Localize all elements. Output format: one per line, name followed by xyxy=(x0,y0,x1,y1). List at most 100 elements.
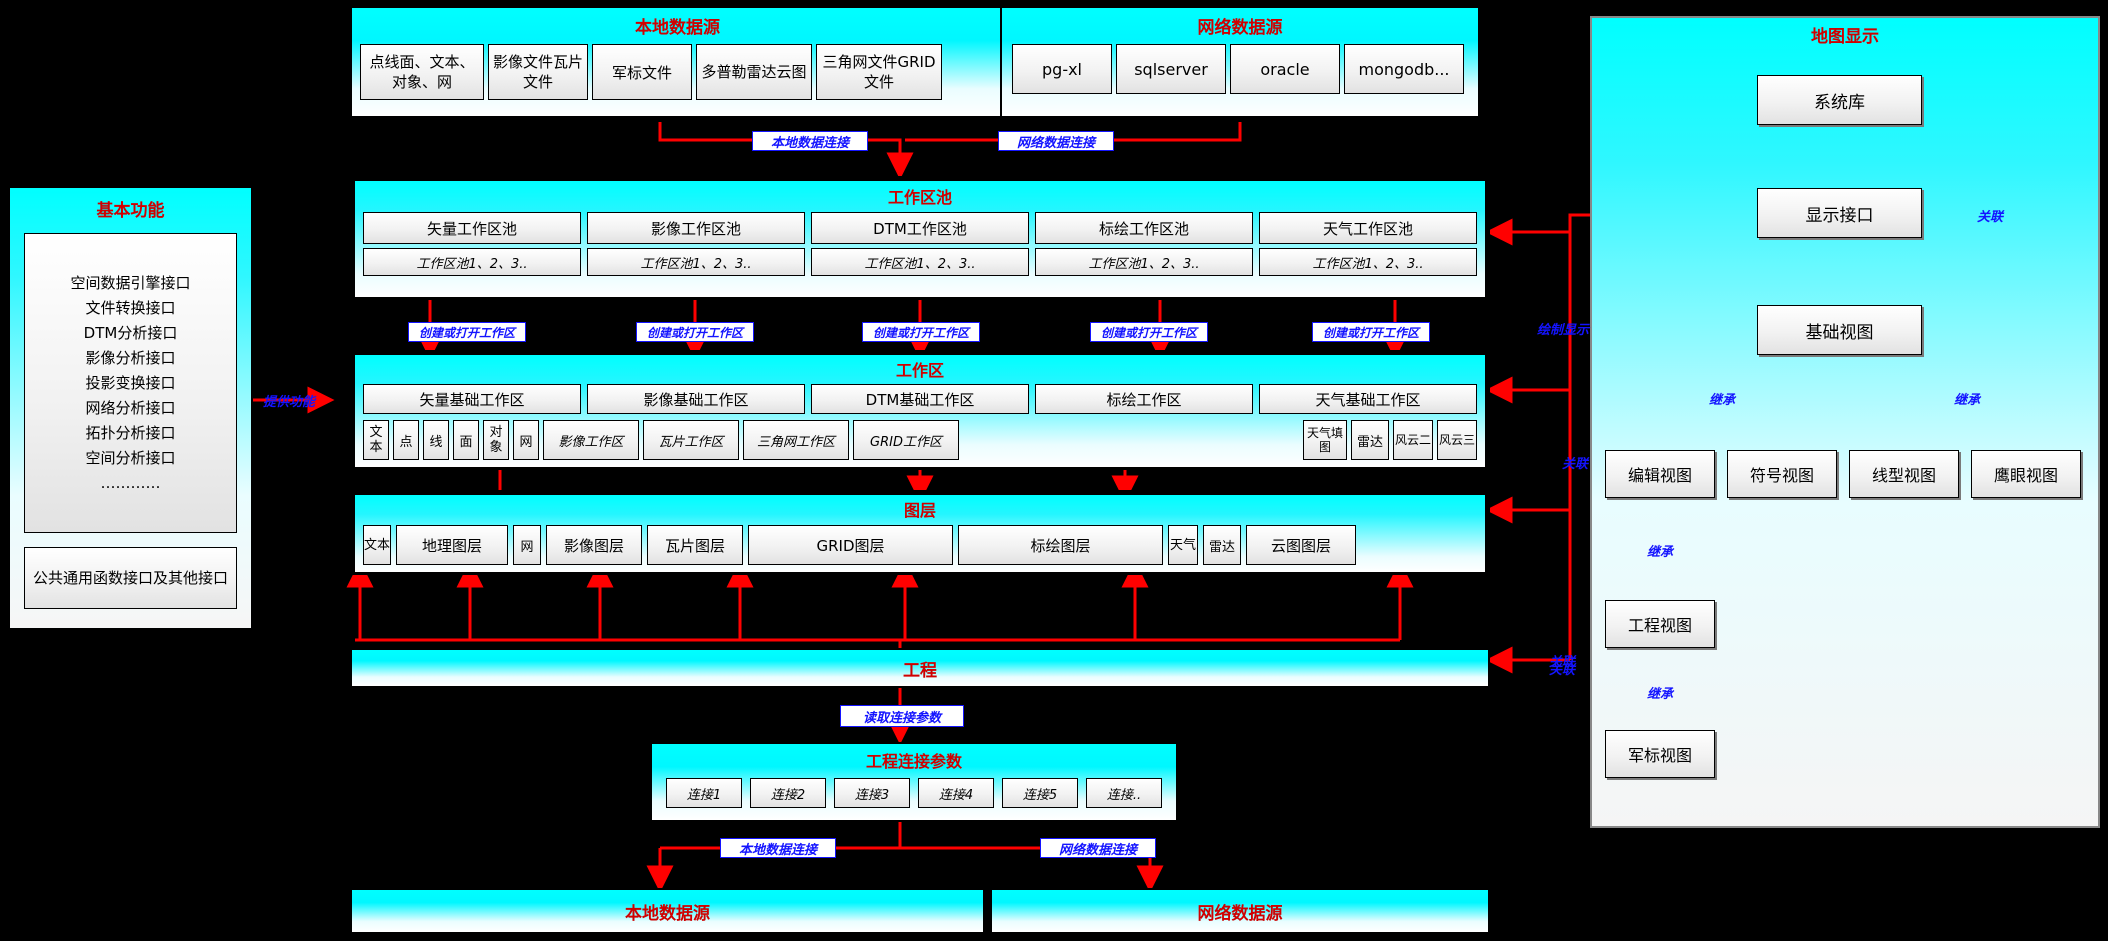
label-assoc-mid: 关联 xyxy=(1561,456,1588,472)
project-view-box[interactable]: 工程视图 xyxy=(1605,600,1715,648)
interface-item: DTM分析接口 xyxy=(83,323,178,342)
workarea-item[interactable]: 影像基础工作区 xyxy=(587,384,805,414)
net-ds-item[interactable]: pg-xl xyxy=(1012,44,1112,94)
basic-functions-interface-list: 空间数据引擎接口 文件转换接口 DTM分析接口 影像分析接口 投影变换接口 网络… xyxy=(24,233,237,533)
net-ds-item[interactable]: mongodb... xyxy=(1344,44,1464,94)
project-bar[interactable]: 工程 xyxy=(350,648,1490,688)
workarea-item[interactable]: 标绘工作区 xyxy=(1035,384,1253,414)
workpool-item[interactable]: 矢量工作区池 xyxy=(363,212,581,244)
layers-panel: 图层 文本 地理图层 网 影像图层 瓦片图层 GRID图层 标绘图层 天气 雷达… xyxy=(350,490,1490,575)
label-create-open-workarea-3: 创建或打开工作区 xyxy=(862,322,980,342)
network-datasource-panel: 网络数据源 pg-xl sqlserver oracle mongodb... xyxy=(1000,6,1480,118)
layer-tile[interactable]: 瓦片图层 xyxy=(647,525,743,565)
label-inherit-3: 继承 xyxy=(1646,544,1673,560)
interface-item: 空间数据引擎接口 xyxy=(70,273,191,292)
workarea-small-tile[interactable]: 瓦片工作区 xyxy=(643,420,739,460)
local-datasource-title: 本地数据源 xyxy=(635,18,720,38)
conn-item[interactable]: 连接4 xyxy=(918,778,994,808)
layers-title: 图层 xyxy=(903,501,936,520)
workarea-small-radar[interactable]: 雷达 xyxy=(1351,420,1389,460)
symbol-view-box[interactable]: 符号视图 xyxy=(1727,450,1837,498)
local-ds-item[interactable]: 影像文件瓦片文件 xyxy=(488,44,588,100)
conn-item[interactable]: 连接5 xyxy=(1002,778,1078,808)
layer-weather[interactable]: 天气 xyxy=(1168,525,1198,565)
label-create-open-workarea-2: 创建或打开工作区 xyxy=(636,322,754,342)
label-project-assoc: 关联 xyxy=(1548,662,1575,678)
bottom-network-datasource[interactable]: 网络数据源 xyxy=(990,888,1490,934)
local-ds-item[interactable]: 三角网文件GRID文件 xyxy=(816,44,942,100)
label-local-data-connection-bottom: 本地数据连接 xyxy=(720,838,836,858)
workarea-small-net[interactable]: 网 xyxy=(513,420,539,460)
network-datasource-title: 网络数据源 xyxy=(1197,18,1283,38)
display-interface-box[interactable]: 显示接口 xyxy=(1757,188,1922,238)
conn-item[interactable]: 连接.. xyxy=(1086,778,1162,808)
workarea-small-fy2[interactable]: 风云二 xyxy=(1393,420,1433,460)
linetype-view-box[interactable]: 线型视图 xyxy=(1849,450,1959,498)
layer-geo[interactable]: 地理图层 xyxy=(396,525,508,565)
workarea-small-image[interactable]: 影像工作区 xyxy=(543,420,639,460)
workarea-title: 工作区 xyxy=(895,361,944,380)
workpool-item[interactable]: 影像工作区池 xyxy=(587,212,805,244)
workarea-small-grid[interactable]: GRID工作区 xyxy=(853,420,959,460)
workpool-subitem[interactable]: 工作区池1、2、3.. xyxy=(1259,248,1477,276)
workarea-small-weather[interactable]: 天气填图 xyxy=(1303,420,1347,460)
workpool-subitem[interactable]: 工作区池1、2、3.. xyxy=(587,248,805,276)
net-ds-item[interactable]: sqlserver xyxy=(1116,44,1226,94)
workpool-item[interactable]: 天气工作区池 xyxy=(1259,212,1477,244)
workarea-small-object[interactable]: 对象 xyxy=(483,420,509,460)
interface-item: 空间分析接口 xyxy=(85,448,176,467)
common-interface-box[interactable]: 公共通用函数接口及其他接口 xyxy=(24,547,237,609)
base-view-box[interactable]: 基础视图 xyxy=(1757,305,1922,355)
workarea-panel: 工作区 矢量基础工作区 影像基础工作区 DTM基础工作区 标绘工作区 天气基础工… xyxy=(350,350,1490,470)
label-network-data-connection-top: 网络数据连接 xyxy=(998,131,1114,151)
bottom-local-datasource[interactable]: 本地数据源 xyxy=(350,888,985,934)
label-assoc-right: 关联 xyxy=(1976,209,2003,225)
edit-view-box[interactable]: 编辑视图 xyxy=(1605,450,1715,498)
military-view-box[interactable]: 军标视图 xyxy=(1605,730,1715,778)
system-library-box[interactable]: 系统库 xyxy=(1757,75,1922,125)
layer-grid[interactable]: GRID图层 xyxy=(748,525,953,565)
local-ds-item[interactable]: 点线面、文本、对象、网 xyxy=(360,44,484,100)
local-ds-item[interactable]: 多普勒雷达云图 xyxy=(696,44,812,100)
interface-item: 影像分析接口 xyxy=(85,348,176,367)
layer-image[interactable]: 影像图层 xyxy=(546,525,642,565)
connection-params-title: 工程连接参数 xyxy=(865,752,962,771)
workarea-small-point[interactable]: 点 xyxy=(393,420,419,460)
workarea-small-text[interactable]: 文本 xyxy=(363,420,389,460)
conn-item[interactable]: 连接2 xyxy=(750,778,826,808)
local-datasource-panel: 本地数据源 点线面、文本、对象、网 影像文件瓦片文件 军标文件 多普勒雷达云图 … xyxy=(350,6,1005,118)
local-ds-item[interactable]: 军标文件 xyxy=(592,44,692,100)
bottom-network-label: 网络数据源 xyxy=(1197,903,1283,924)
workpool-panel: 工作区池 矢量工作区池 影像工作区池 DTM工作区池 标绘工作区池 天气工作区池… xyxy=(350,176,1490,300)
workarea-item[interactable]: 矢量基础工作区 xyxy=(363,384,581,414)
layer-text[interactable]: 文本 xyxy=(363,525,391,565)
conn-item[interactable]: 连接3 xyxy=(834,778,910,808)
layer-plot[interactable]: 标绘图层 xyxy=(958,525,1163,565)
workpool-item[interactable]: DTM工作区池 xyxy=(811,212,1029,244)
workarea-item[interactable]: 天气基础工作区 xyxy=(1259,384,1477,414)
interface-item: 拓扑分析接口 xyxy=(85,423,176,442)
workarea-item[interactable]: DTM基础工作区 xyxy=(811,384,1029,414)
layer-net[interactable]: 网 xyxy=(513,525,541,565)
net-ds-item[interactable]: oracle xyxy=(1230,44,1340,94)
label-draw-display: 绘制显示 xyxy=(1536,322,1589,338)
workpool-subitem[interactable]: 工作区池1、2、3.. xyxy=(1035,248,1253,276)
workpool-subitem[interactable]: 工作区池1、2、3.. xyxy=(363,248,581,276)
eagleeye-view-box[interactable]: 鹰眼视图 xyxy=(1971,450,2081,498)
interface-item: 投影变换接口 xyxy=(85,373,176,392)
bottom-local-label: 本地数据源 xyxy=(625,903,710,924)
workpool-item[interactable]: 标绘工作区池 xyxy=(1035,212,1253,244)
workpool-subitem[interactable]: 工作区池1、2、3.. xyxy=(811,248,1029,276)
workarea-small-fy3[interactable]: 风云三 xyxy=(1437,420,1477,460)
basic-functions-title: 基本功能 xyxy=(96,201,165,221)
layer-cloud[interactable]: 云图图层 xyxy=(1246,525,1356,565)
workarea-small-tin[interactable]: 三角网工作区 xyxy=(743,420,849,460)
interface-item: 网络分析接口 xyxy=(85,398,176,417)
workarea-small-polygon[interactable]: 面 xyxy=(453,420,479,460)
layer-radar[interactable]: 雷达 xyxy=(1203,525,1241,565)
label-assoc-project: 关联 xyxy=(1548,654,1575,670)
label-create-open-workarea-4: 创建或打开工作区 xyxy=(1090,322,1208,342)
workarea-small-line[interactable]: 线 xyxy=(423,420,449,460)
label-create-open-workarea-1: 创建或打开工作区 xyxy=(408,322,526,342)
conn-item[interactable]: 连接1 xyxy=(666,778,742,808)
